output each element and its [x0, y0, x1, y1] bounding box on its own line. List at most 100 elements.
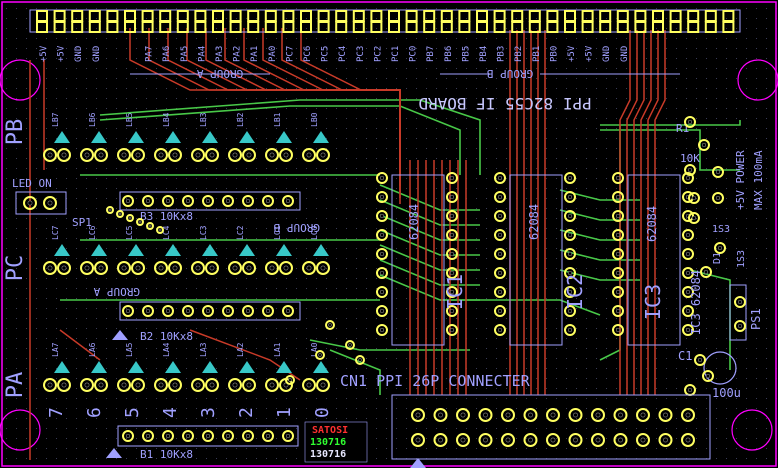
- grid-dot: [566, 108, 567, 109]
- ic3-left-pad-hole: [615, 232, 621, 238]
- grid-dot: [176, 188, 177, 189]
- grid-dot: [96, 328, 97, 329]
- grid-dot: [546, 318, 547, 319]
- grid-dot: [596, 138, 597, 139]
- grid-dot: [616, 358, 617, 359]
- grid-dot: [636, 388, 637, 389]
- grid-dot: [596, 398, 597, 399]
- grid-dot: [106, 148, 107, 149]
- grid-dot: [316, 178, 317, 179]
- grid-dot: [746, 438, 747, 439]
- grid-dot: [556, 398, 557, 399]
- ic1-left-pad: [376, 286, 388, 298]
- grid-dot: [216, 288, 217, 289]
- grid-dot: [96, 348, 97, 349]
- grid-dot: [306, 338, 307, 339]
- grid-dot: [486, 388, 487, 389]
- grid-dot: [496, 388, 497, 389]
- grid-dot: [506, 218, 507, 219]
- grid-dot: [456, 148, 457, 149]
- power-pad-1: [698, 139, 710, 151]
- grid-dot: [676, 168, 677, 169]
- grid-dot: [546, 328, 547, 329]
- grid-dot: [496, 358, 497, 359]
- grid-dot: [536, 318, 537, 319]
- grid-dot: [616, 218, 617, 219]
- grid-dot: [636, 278, 637, 279]
- grid-dot: [646, 168, 647, 169]
- grid-dot: [26, 68, 27, 69]
- grid-dot: [176, 88, 177, 89]
- pa-led-label: LA6: [88, 342, 97, 357]
- grid-dot: [526, 168, 527, 169]
- grid-dot: [236, 48, 237, 49]
- grid-dot: [576, 298, 577, 299]
- rnet-pad-1-hole: [205, 308, 211, 314]
- grid-dot: [216, 428, 217, 429]
- pa-led-pad-a-hole: [121, 382, 127, 388]
- grid-dot: [286, 408, 287, 409]
- grid-dot: [486, 378, 487, 379]
- grid-dot: [656, 8, 657, 9]
- grid-dot: [396, 328, 397, 329]
- ic3-left-pad: [612, 172, 624, 184]
- grid-dot: [156, 298, 157, 299]
- grid-dot: [76, 368, 77, 369]
- grid-dot: [606, 248, 607, 249]
- grid-dot: [626, 448, 627, 449]
- grid-dot: [396, 78, 397, 79]
- grid-dot: [46, 48, 47, 49]
- grid-dot: [346, 298, 347, 299]
- grid-dot: [6, 408, 7, 409]
- grid-dot: [356, 148, 357, 149]
- grid-dot: [566, 358, 567, 359]
- grid-dot: [196, 228, 197, 229]
- grid-dot: [56, 328, 57, 329]
- pb-led-pad-b: [242, 148, 256, 162]
- grid-dot: [636, 168, 637, 169]
- grid-dot: [286, 38, 287, 39]
- grid-dot: [696, 98, 697, 99]
- grid-dot: [566, 318, 567, 319]
- grid-dot: [536, 18, 537, 19]
- grid-dot: [706, 58, 707, 59]
- grid-dot: [766, 118, 767, 119]
- grid-dot: [756, 108, 757, 109]
- grid-dot: [86, 38, 87, 39]
- grid-dot: [526, 88, 527, 89]
- grid-dot: [156, 148, 157, 149]
- grid-dot: [296, 238, 297, 239]
- connector-pad-top-hole: [685, 412, 691, 418]
- grid-dot: [206, 358, 207, 359]
- grid-dot: [286, 188, 287, 189]
- grid-dot: [706, 408, 707, 409]
- grid-dot: [356, 28, 357, 29]
- mounting-hole-bottom-right: [731, 409, 773, 451]
- grid-dot: [146, 428, 147, 429]
- grid-dot: [366, 18, 367, 19]
- grid-dot: [136, 198, 137, 199]
- grid-dot: [606, 168, 607, 169]
- grid-dot: [416, 318, 417, 319]
- grid-dot: [686, 208, 687, 209]
- grid-dot: [586, 248, 587, 249]
- grid-dot: [36, 388, 37, 389]
- grid-dot: [96, 318, 97, 319]
- grid-dot: [756, 328, 757, 329]
- grid-dot: [326, 208, 327, 209]
- pb-led-pad-a: [191, 148, 205, 162]
- sp1-pad-hole: [138, 220, 142, 224]
- grid-dot: [666, 68, 667, 69]
- grid-dot: [196, 408, 197, 409]
- grid-dot: [126, 428, 127, 429]
- grid-dot: [106, 348, 107, 349]
- grid-dot: [16, 358, 17, 359]
- grid-dot: [286, 388, 287, 389]
- grid-dot: [676, 428, 677, 429]
- grid-dot: [126, 58, 127, 59]
- grid-dot: [136, 428, 137, 429]
- grid-dot: [196, 38, 197, 39]
- grid-dot: [736, 28, 737, 29]
- grid-dot: [206, 398, 207, 399]
- grid-dot: [496, 428, 497, 429]
